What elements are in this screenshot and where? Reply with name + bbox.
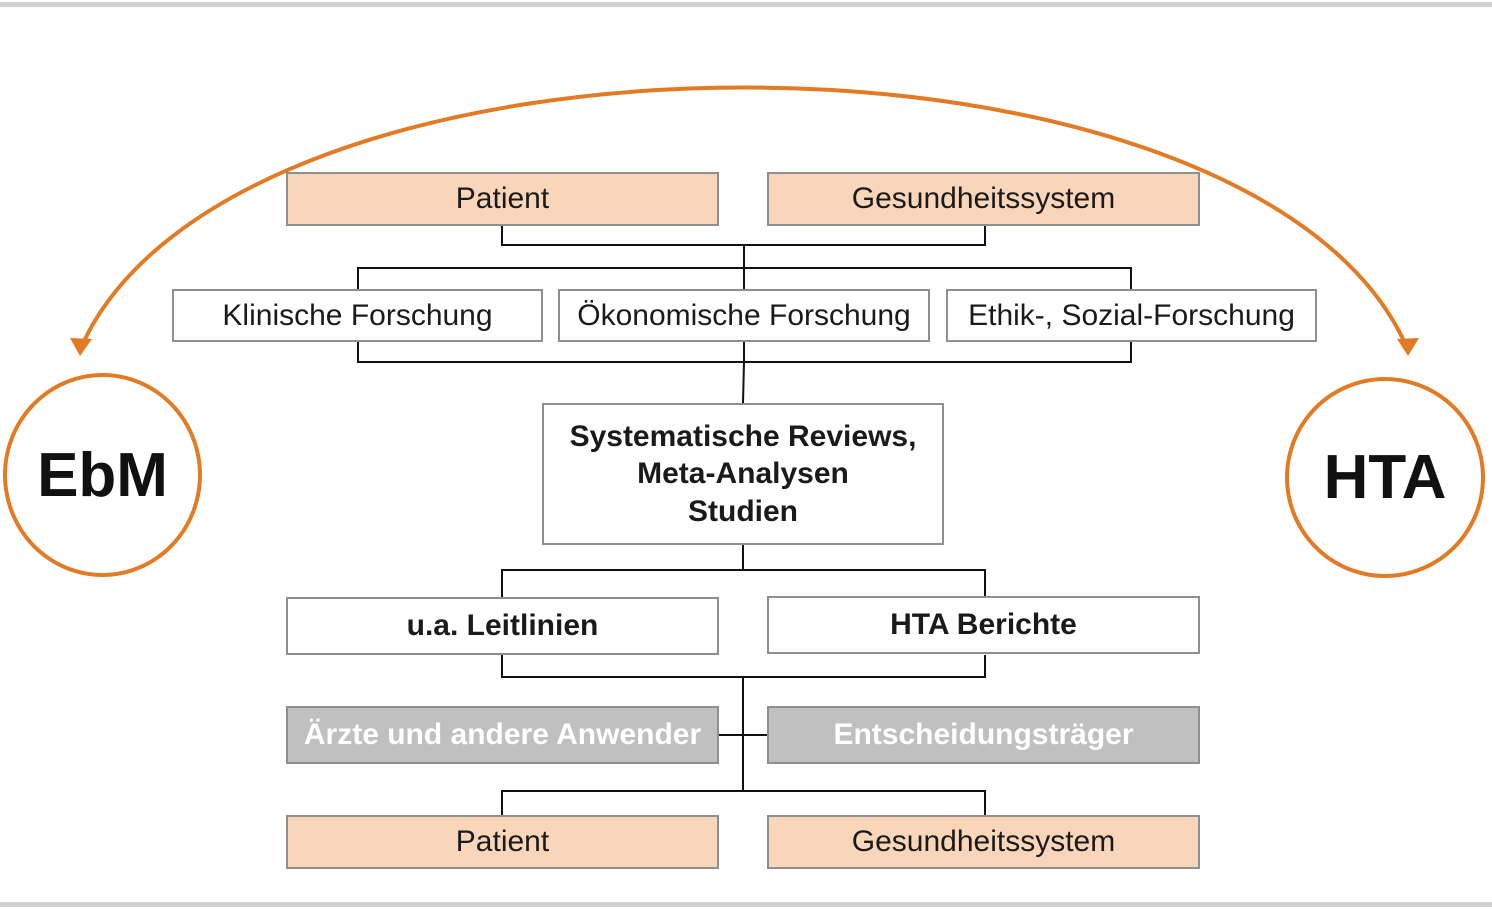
- reviews-line-2: Meta-Analysen: [637, 457, 849, 491]
- bottom-system-box: Gesundheitssystem: [767, 815, 1200, 869]
- clinical-research-box: Klinische Forschung: [172, 289, 543, 342]
- doctors-box: Ärzte und andere Anwender: [286, 706, 719, 764]
- systematic-reviews-box: Systematische Reviews, Meta-Analysen Stu…: [542, 403, 944, 545]
- reviews-line-1: Systematische Reviews,: [569, 419, 917, 453]
- arc-arrow: [78, 85, 1410, 351]
- ethics-research-box: Ethik-, Sozial-Forschung: [946, 289, 1317, 342]
- ebm-circle: EbM: [3, 373, 202, 577]
- guidelines-box: u.a. Leitlinien: [286, 597, 719, 655]
- bottom-patient-box: Patient: [286, 815, 719, 869]
- tree-lines: [357, 226, 1132, 815]
- top-patient-box: Patient: [286, 172, 719, 226]
- deciders-box: Entscheidungsträger: [767, 706, 1200, 764]
- top-rule: [0, 2, 1492, 7]
- arrowhead-left: [70, 338, 92, 356]
- hta-circle: HTA: [1285, 377, 1485, 578]
- top-system-box: Gesundheitssystem: [767, 172, 1200, 226]
- hta-reports-box: HTA Berichte: [767, 596, 1200, 654]
- arrowhead-right: [1397, 338, 1419, 356]
- bottom-rule: [0, 902, 1492, 907]
- reviews-line-3: Studien: [688, 494, 798, 528]
- economic-research-box: Ökonomische Forschung: [558, 289, 930, 342]
